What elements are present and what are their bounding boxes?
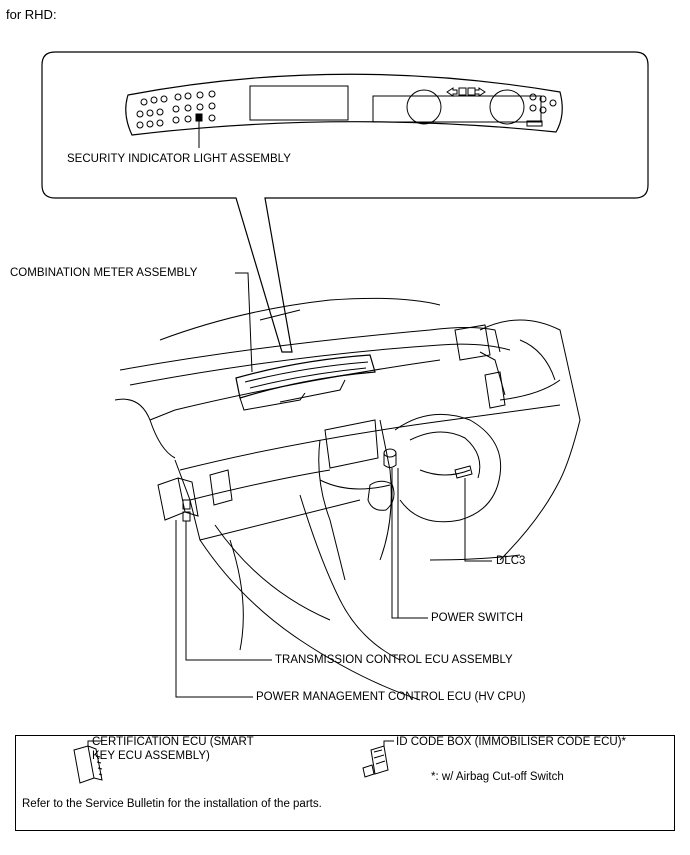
leader-id-code-box	[383, 740, 394, 746]
label-security-indicator: SECURITY INDICATOR LIGHT ASSEMBLY	[67, 153, 291, 165]
legend-art	[73, 740, 394, 784]
label-combination-meter: COMBINATION METER ASSEMBLY	[10, 267, 198, 279]
label-dlc3: DLC3	[496, 555, 526, 567]
indicator-dots-left	[136, 90, 216, 129]
security-indicator-light	[195, 113, 203, 122]
zoom-bubble	[41, 51, 649, 353]
page-title: for RHD:	[6, 7, 57, 22]
right-display	[372, 95, 542, 123]
power-switch-part	[383, 448, 397, 468]
indicator-dots-right	[526, 93, 557, 127]
legend-certification-ecu-line1: CERTIFICATION ECU (SMART	[92, 736, 254, 748]
dlc3-connector	[454, 465, 473, 479]
dashboard-body	[114, 297, 581, 701]
arrow-selector-icon	[446, 87, 486, 97]
leader-combination-meter	[235, 272, 253, 373]
combination-meter-installed	[235, 354, 376, 411]
label-power-management-ecu: POWER MANAGEMENT CONTROL ECU (HV CPU)	[256, 691, 526, 703]
leader-dlc3	[464, 478, 492, 562]
certification-ecu-icon	[73, 745, 103, 784]
combination-meter-zoom	[125, 73, 563, 136]
leader-power-management-ecu	[175, 520, 253, 698]
label-transmission-ecu: TRANSMISSION CONTROL ECU ASSEMBLY	[275, 654, 513, 666]
leader-certification-ecu	[87, 740, 102, 746]
legend-id-code-box: ID CODE BOX (IMMOBILISER CODE ECU)*	[396, 736, 627, 748]
label-power-switch: POWER SWITCH	[431, 612, 523, 624]
dashboard-diagram	[41, 51, 649, 701]
legend-certification-ecu-line2: KEY ECU ASSEMBLY)	[92, 750, 210, 762]
center-display	[249, 85, 349, 121]
id-code-box-icon	[362, 745, 389, 778]
legend-box: CERTIFICATION ECU (SMART KEY ECU ASSEMBL…	[15, 735, 675, 831]
leader-transmission-ecu	[185, 521, 272, 661]
legend-note: Refer to the Service Bulletin for the in…	[22, 798, 322, 810]
leader-power-switch	[391, 468, 428, 619]
legend-footnote: *: w/ Airbag Cut-off Switch	[431, 771, 564, 783]
